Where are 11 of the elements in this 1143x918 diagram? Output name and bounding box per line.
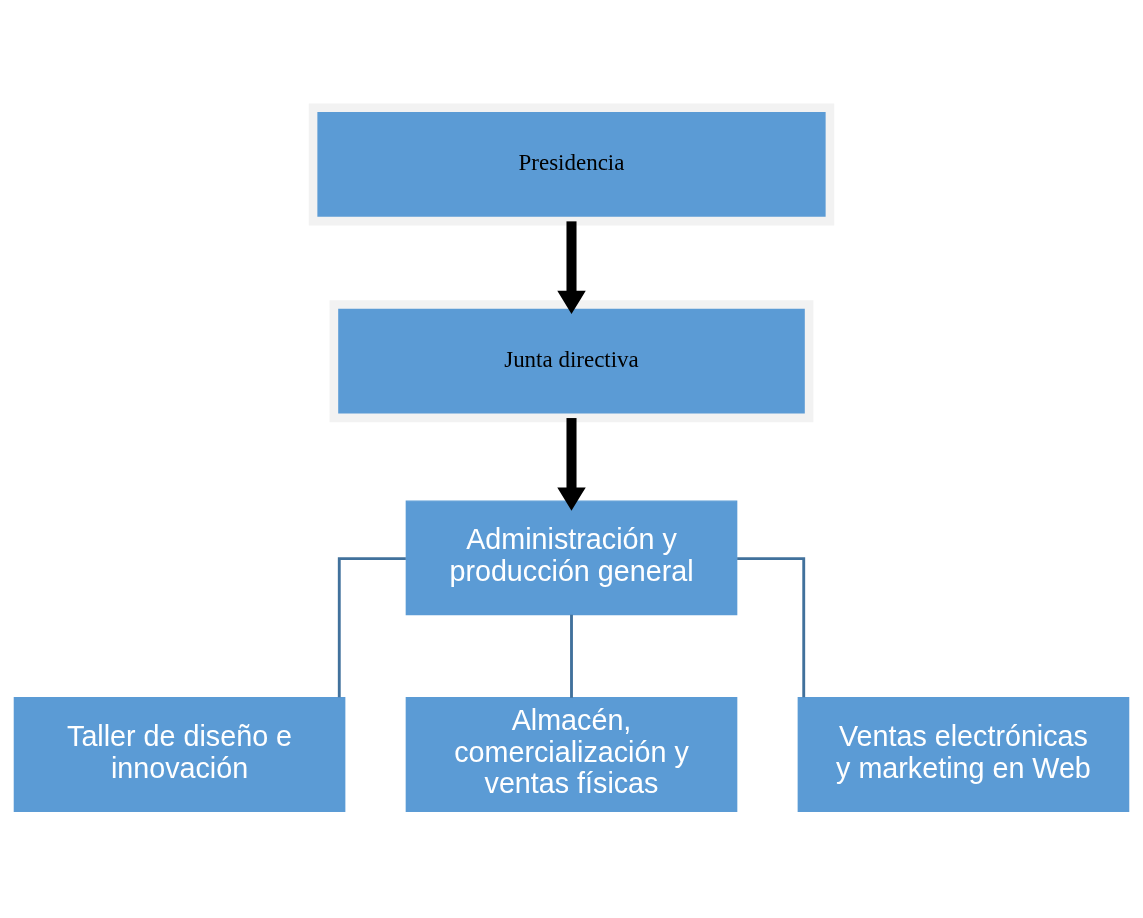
node-box: Presidencia [308,102,835,225]
node-box: Ventas electrónicas y marketing en Web [797,696,1130,812]
node-box: Junta directiva [329,299,814,422]
arrow [557,417,586,511]
node-box: Administración y producción general [405,499,738,615]
connector [570,614,573,698]
node-box: Taller de diseño e innovación [13,696,346,812]
connector [337,556,406,697]
arrow [557,220,586,314]
connector [737,556,806,697]
node-box: Almacén, comercialización y ventas físicas [405,696,738,812]
